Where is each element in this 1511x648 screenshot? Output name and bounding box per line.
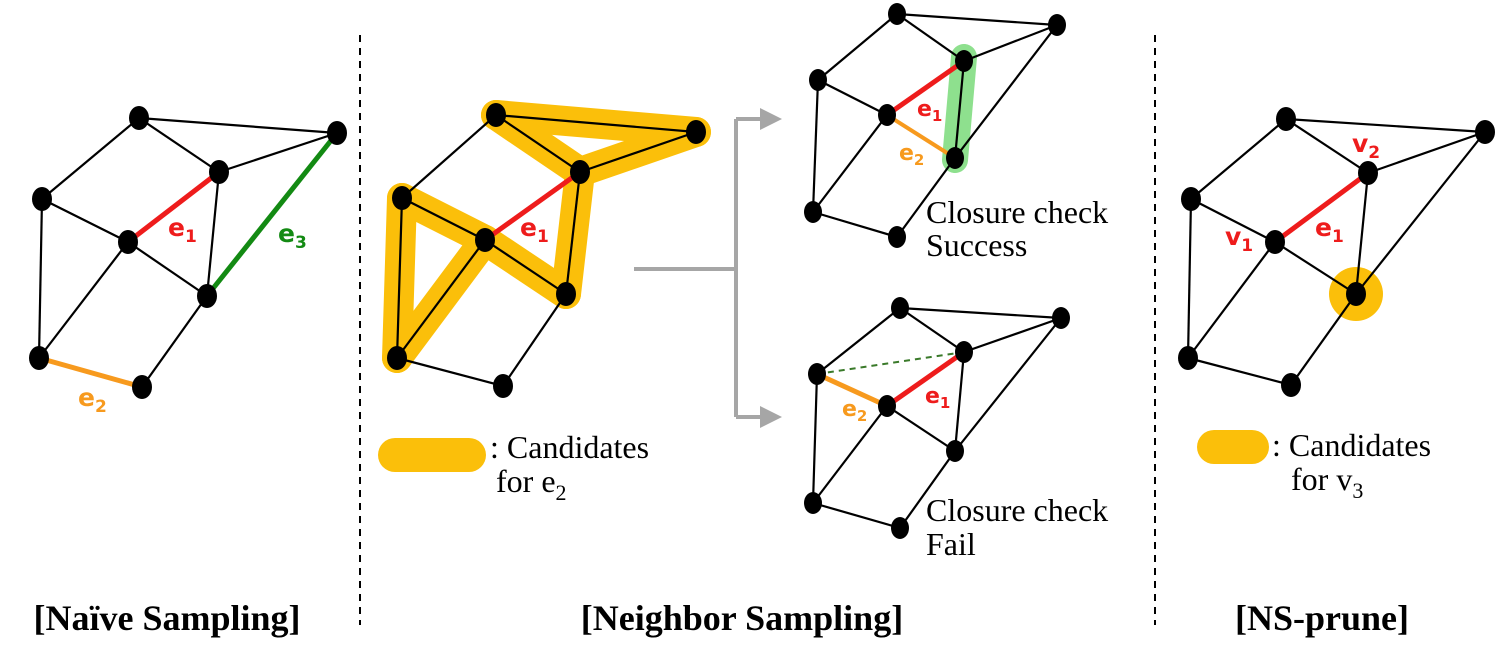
neighbor-label-e1: e1	[520, 213, 549, 247]
neighbor-legend-swatch	[378, 438, 486, 472]
closure-success-line1: Closure check	[926, 194, 1108, 230]
naive-label-e3: e3	[278, 219, 307, 253]
closure-fail-line1: Closure check	[926, 492, 1108, 528]
nsprune-legend-swatch	[1197, 430, 1269, 464]
closure-fail-label-e2: e2	[842, 397, 867, 425]
closure-success-line2: Success	[926, 227, 1027, 263]
nsprune-section-title: [NS-prune]	[1235, 598, 1409, 638]
nsprune-label-e1: e1	[1315, 213, 1344, 247]
nsprune-label-v1: v1	[1225, 222, 1253, 256]
closure-fail-line2: Fail	[926, 526, 976, 562]
closure-success-label-e1: e1	[917, 97, 942, 125]
nsprune-legend-line2: for v3	[1291, 461, 1363, 503]
branch-arrow	[634, 119, 762, 417]
nsprune-legend-line1: : Candidates	[1272, 427, 1431, 463]
neighbor-legend-line2: for e2	[496, 463, 567, 505]
naive-label-e1: e1	[168, 213, 197, 247]
nsprune-label-v2: v2	[1352, 129, 1380, 163]
naive-edge-e3	[207, 133, 337, 296]
neighbor-legend-line1: : Candidates	[490, 429, 649, 465]
closure-success-label-e2: e2	[899, 141, 924, 169]
naive-label-e2: e2	[78, 383, 107, 417]
closure-fail-label-e1: e1	[925, 384, 950, 412]
nsprune-graph	[1188, 119, 1485, 385]
arrow-head-bottom	[760, 406, 782, 428]
neighbor-section-title: [Neighbor Sampling]	[581, 598, 903, 638]
naive-graph	[39, 118, 337, 387]
naive-section-title: [Naïve Sampling]	[33, 598, 300, 638]
arrow-head-top	[760, 108, 782, 130]
nsprune-nodes	[1178, 107, 1495, 397]
